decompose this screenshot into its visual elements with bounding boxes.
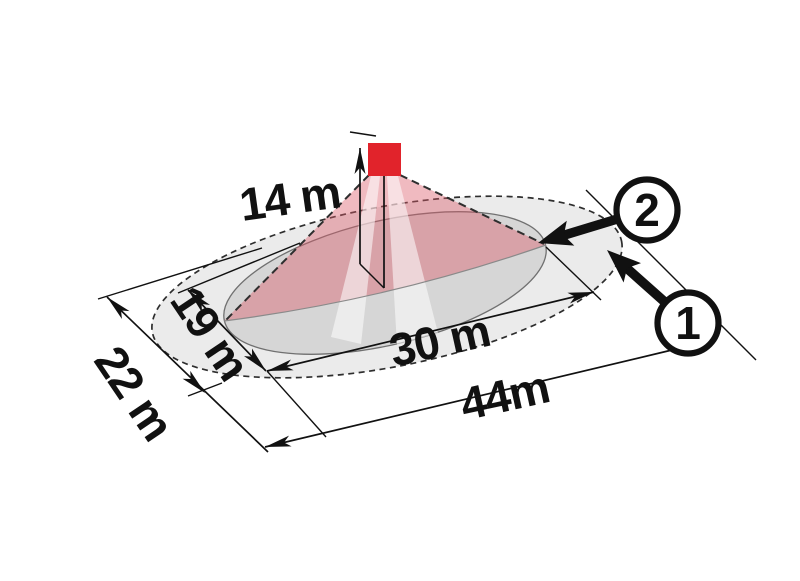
marker-1-circle bbox=[654, 289, 722, 357]
height-dimension: 14 m bbox=[236, 131, 385, 289]
inner-length-dim-line bbox=[266, 291, 595, 372]
marker-2-badge: 2 bbox=[613, 176, 681, 244]
extension-line bbox=[177, 242, 301, 294]
marker-1-badge: 1 bbox=[654, 289, 722, 357]
marker-2-arrow bbox=[538, 214, 619, 246]
height-dim-top-tick bbox=[349, 131, 377, 137]
marker-1-arrowhead bbox=[607, 250, 641, 283]
extension-line bbox=[97, 247, 263, 300]
outer-width-arrowhead bbox=[182, 370, 205, 393]
cone-edge-right bbox=[399, 174, 545, 245]
cone-edge-left bbox=[225, 174, 370, 321]
marker-2-arrowhead bbox=[538, 220, 575, 246]
marker-1-arrow bbox=[607, 250, 669, 306]
marker-2-circle bbox=[613, 176, 681, 244]
outer-width-dim-line bbox=[106, 296, 269, 453]
marker-2-arrow-shaft bbox=[561, 214, 619, 241]
detector-icon bbox=[368, 143, 401, 176]
height-dim-foot bbox=[359, 263, 385, 289]
inner-width-arrowhead bbox=[244, 348, 266, 371]
extension-tick bbox=[187, 382, 223, 397]
detection-cone bbox=[224, 175, 546, 321]
corner-leader-line bbox=[266, 370, 327, 438]
outer-length-dim-line bbox=[264, 349, 673, 448]
marker-2-number: 2 bbox=[634, 184, 660, 236]
extension-line bbox=[545, 246, 602, 301]
marker-1-number: 1 bbox=[675, 297, 701, 349]
outer-length-label: 44m bbox=[455, 360, 553, 430]
marker-1-arrow-shaft bbox=[622, 263, 669, 306]
